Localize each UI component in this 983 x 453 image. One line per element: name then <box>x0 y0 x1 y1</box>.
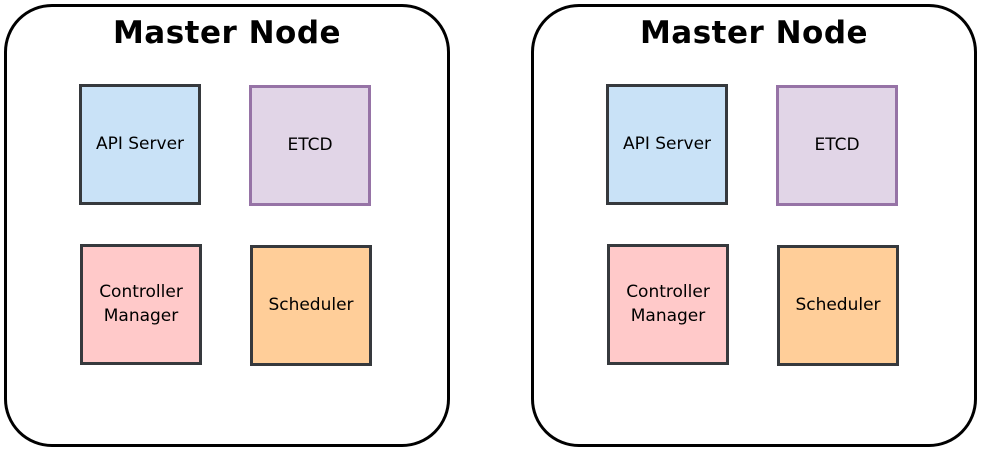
master-node-container-1: Master Node API Server ETCD Controller M… <box>4 4 450 447</box>
master-node-title: Master Node <box>639 15 869 51</box>
master-node-title: Master Node <box>112 15 342 51</box>
component-label-api-server: API Server <box>95 133 185 154</box>
component-label-etcd: ETCD <box>814 134 860 155</box>
component-box-etcd: ETCD <box>776 85 898 206</box>
component-box-controller-manager: Controller Manager <box>80 244 202 365</box>
component-label-scheduler: Scheduler <box>795 294 881 315</box>
component-label-controller-manager: Controller Manager <box>99 281 183 326</box>
component-box-api-server: API Server <box>79 84 201 205</box>
component-box-scheduler: Scheduler <box>777 245 899 366</box>
master-node-container-2: Master Node API Server ETCD Controller M… <box>531 4 977 447</box>
component-box-scheduler: Scheduler <box>250 245 372 366</box>
component-box-etcd: ETCD <box>249 85 371 206</box>
component-box-controller-manager: Controller Manager <box>607 244 729 365</box>
component-box-api-server: API Server <box>606 84 728 205</box>
component-label-controller-manager: Controller Manager <box>626 281 710 326</box>
component-label-scheduler: Scheduler <box>268 294 354 315</box>
component-label-etcd: ETCD <box>287 134 333 155</box>
component-label-api-server: API Server <box>622 133 712 154</box>
